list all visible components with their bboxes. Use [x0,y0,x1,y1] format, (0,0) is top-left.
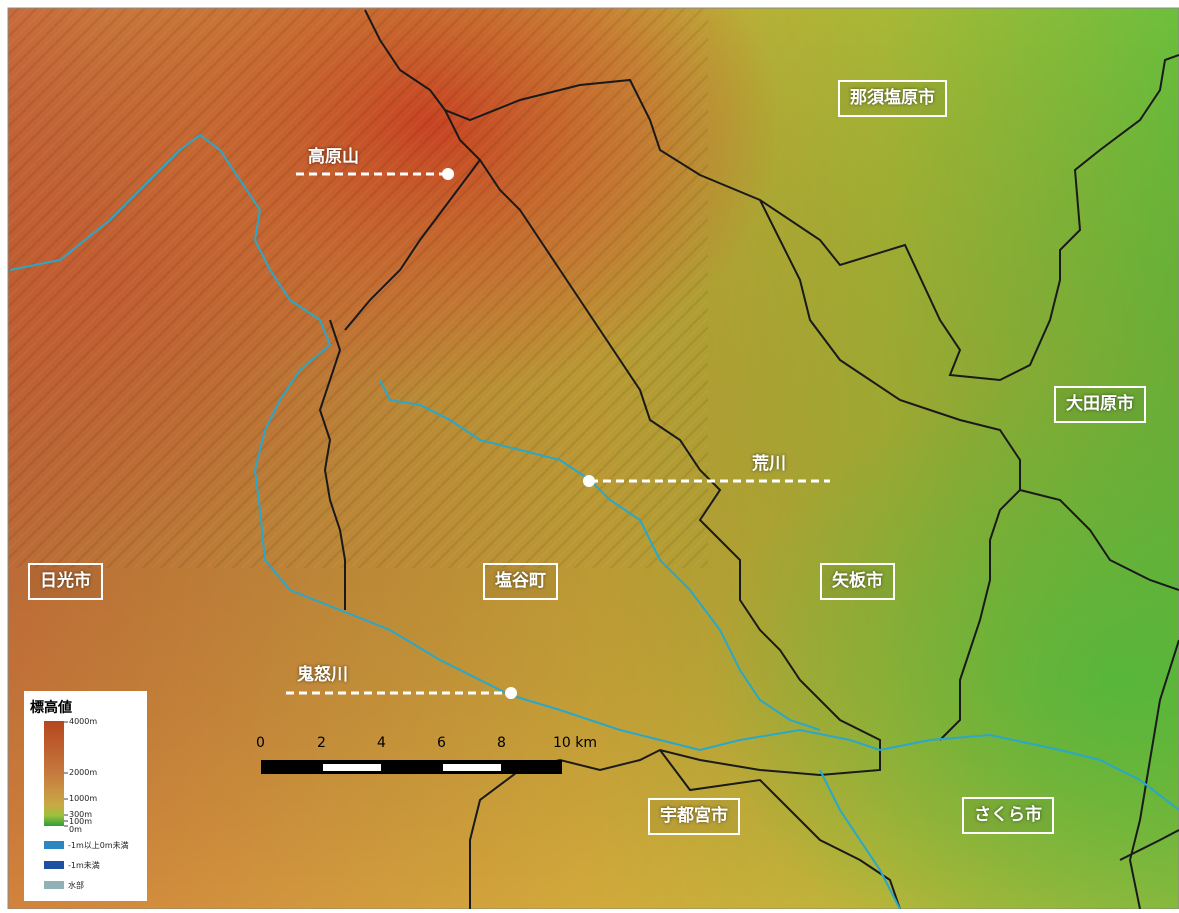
elevation-legend: 標高値 4000m 2000m 1000m 300m 100m 0m -1m以上… [24,691,147,901]
scale-tick-2: 2 [317,735,326,751]
rivers [9,133,1179,910]
legend-label-0: 0m [69,825,82,834]
city-label-yaita: 矢板市 [820,563,895,600]
city-label-otawara: 大田原市 [1054,386,1146,423]
scale-bar [261,760,562,774]
scale-tick-0: 0 [256,735,265,751]
legend-title: 標高値 [30,700,72,716]
legend-gradient-svg [44,721,68,827]
legend-swatch-shallow [44,841,64,849]
city-label-utsunomiya: 宇都宮市 [648,798,740,835]
mountain-label: 高原山 [308,147,359,167]
municipal-boundaries [318,9,1179,910]
legend-label-300: 300m [69,810,93,819]
city-label-nikko: 日光市 [28,563,103,600]
scale-tick-8: 8 [497,735,506,751]
legend-label-2000: 2000m [69,768,98,777]
legend-label-deep: -1m未満 [68,861,100,870]
river-label-ara: 荒川 [752,454,786,474]
legend-label-100: 100m [69,817,93,826]
river-label-kinu: 鬼怒川 [297,665,348,685]
scale-tick-6: 6 [437,735,446,751]
legend-label-water: 水部 [68,881,84,890]
legend-swatch-water [44,881,64,889]
legend-label-1000: 1000m [69,794,98,803]
legend-label-4000: 4000m [69,717,98,726]
city-label-shioya: 塩谷町 [483,563,558,600]
legend-label-shallow: -1m以上0m未満 [68,841,129,850]
city-label-sakura: さくら市 [962,797,1054,834]
scale-tick-4: 4 [377,735,386,751]
scale-tick-10: 10 km [553,735,598,751]
legend-swatch-deep [44,861,64,869]
city-label-nasushiobara: 那須塩原市 [838,80,947,117]
feature-markers [286,168,830,699]
